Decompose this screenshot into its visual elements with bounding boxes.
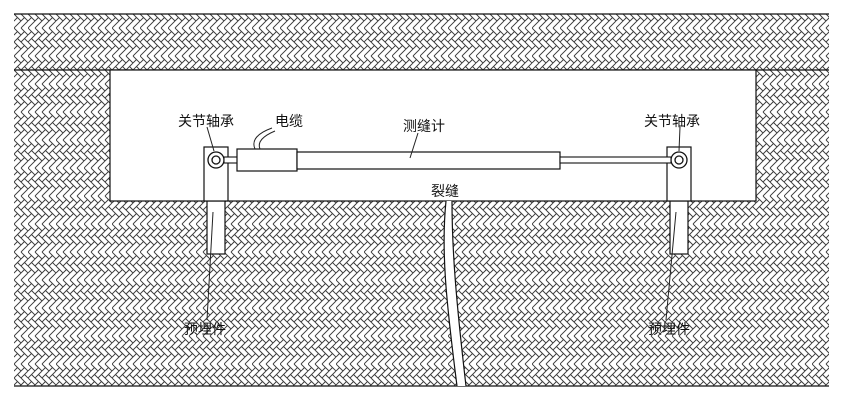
label-joint-bearing-right: 关节轴承 — [644, 114, 700, 130]
left-connecting-rod — [223, 156, 239, 164]
label-joint-bearing-left: 关节轴承 — [178, 114, 234, 130]
leader-bearing-left — [206, 126, 215, 152]
leader-embedded-right — [665, 211, 677, 321]
leader-meter — [409, 132, 419, 159]
crack — [443, 200, 467, 387]
sensor-housing — [236, 148, 298, 172]
right-piston-rod — [559, 156, 672, 164]
embedded-part-left-body — [206, 200, 226, 255]
leader-bearing-right — [678, 126, 681, 152]
label-crack-meter: 测缝计 — [403, 119, 445, 135]
cable-2 — [258, 130, 276, 150]
crack-left-edge — [443, 200, 458, 387]
meter-barrel — [296, 151, 561, 170]
cable — [253, 127, 273, 150]
label-crack: 裂缝 — [431, 184, 459, 200]
bearing-left-inner — [211, 155, 221, 165]
crack-meter — [223, 148, 672, 172]
bearing-right-inner — [674, 155, 684, 165]
leader-embedded-left — [206, 211, 214, 321]
crack-right-edge — [451, 200, 467, 387]
label-cable: 电缆 — [275, 114, 303, 130]
label-embedded-part-right: 预埋件 — [648, 322, 690, 338]
joint-bearing-left — [207, 151, 225, 169]
label-embedded-part-left: 预埋件 — [184, 322, 226, 338]
joint-bearing-right — [670, 151, 688, 169]
